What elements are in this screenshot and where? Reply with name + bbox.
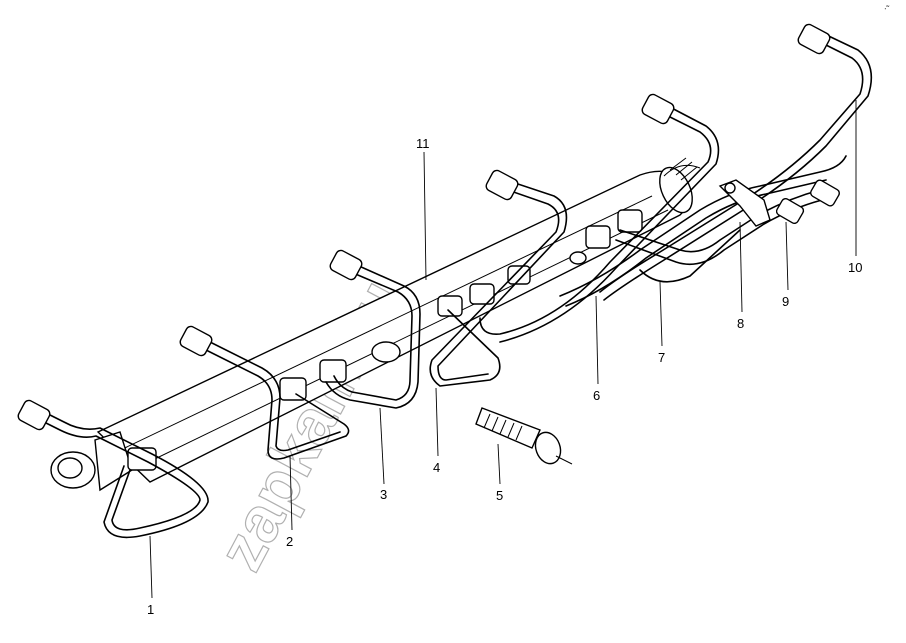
fuel-line-1 xyxy=(17,399,209,539)
fuel-line-6 xyxy=(479,93,720,343)
callout-9: 9 xyxy=(782,294,789,309)
callout-4: 4 xyxy=(433,460,440,475)
callout-11: 11 xyxy=(416,136,430,151)
banjo-screw xyxy=(475,407,573,465)
tube-clamp xyxy=(718,179,771,227)
fuel-line-10 xyxy=(599,23,873,301)
callout-7: 7 xyxy=(658,350,665,365)
fuel-line-3 xyxy=(325,249,421,409)
callout-5: 5 xyxy=(496,488,503,503)
fuel-line-4 xyxy=(429,169,568,387)
callout-1: 1 xyxy=(147,602,154,617)
corner-mark: ᐧ˜ xyxy=(884,4,890,14)
callout-10: 10 xyxy=(848,260,862,275)
callout-8: 8 xyxy=(737,316,744,331)
callout-3: 3 xyxy=(380,487,387,502)
callout-labels: 1 2 3 4 5 6 7 8 9 10 11 xyxy=(147,136,862,617)
callout-6: 6 xyxy=(593,388,600,403)
injection-pump-body xyxy=(50,157,701,492)
leader-lines xyxy=(149,100,857,599)
callout-2: 2 xyxy=(286,534,293,549)
fuel-line-2 xyxy=(179,325,350,460)
